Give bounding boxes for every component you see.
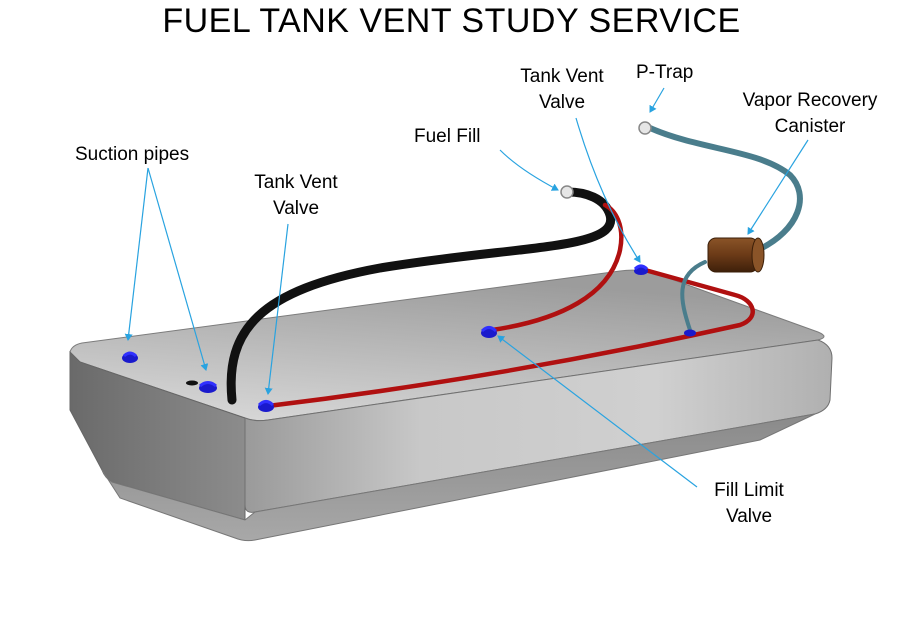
label-p-trap: P-Trap [636, 60, 693, 86]
label-suction-pipes-text: Suction pipes [75, 144, 190, 165]
vapor-valve [684, 329, 696, 337]
tank-vent-valve-right [633, 264, 649, 275]
label-vapor-recovery-line1: Vapor Recovery [742, 90, 878, 111]
label-fill-limit-line2: Valve [725, 506, 773, 527]
p-trap-hose [647, 125, 803, 253]
label-tank-vent-valve-top-line2: Valve [538, 92, 586, 113]
p-trap-cap [638, 121, 652, 135]
label-tank-vent-valve-top: Tank Vent Valve [506, 64, 618, 116]
vapor-hose [680, 260, 707, 332]
tank-vent-valve-left [257, 400, 275, 412]
label-tank-vent-valve-top-line1: Tank Vent [520, 66, 604, 87]
suction-valve-1 [122, 351, 138, 363]
leader-suction-1 [124, 167, 149, 341]
label-vapor-recovery-line2: Canister [774, 116, 846, 137]
fuel-fill-cap [560, 185, 574, 199]
label-vapor-recovery-canister: Vapor Recovery Canister [728, 88, 892, 140]
fill-limit-valve [480, 326, 498, 338]
label-fuel-fill-text: Fuel Fill [414, 126, 481, 147]
tank-front-face [244, 339, 833, 513]
vent-hose-branch [489, 202, 624, 333]
vapor-recovery-canister [707, 237, 765, 273]
label-fuel-fill: Fuel Fill [414, 124, 481, 150]
fuel-tank [69, 269, 833, 542]
label-fill-limit-line1: Fill Limit [714, 480, 784, 501]
label-suction-pipes: Suction pipes [75, 142, 189, 168]
leader-p-trap [649, 87, 665, 113]
page-title: FUEL TANK VENT STUDY SERVICE [162, 2, 741, 40]
vent-hose-main [265, 267, 755, 409]
label-tank-vent-valve-left-line2: Valve [272, 198, 320, 219]
leader-suction-2 [147, 167, 209, 371]
leader-fuel-fill [499, 149, 559, 191]
leader-fill-limit [497, 335, 698, 488]
suction-valve-2 [186, 380, 217, 393]
label-tank-vent-valve-left-line1: Tank Vent [254, 172, 338, 193]
label-fill-limit-valve: Fill Limit Valve [690, 478, 808, 530]
leader-vapor-canister [747, 139, 809, 235]
label-p-trap-text: P-Trap [636, 62, 694, 83]
leader-tank-vent-top [575, 117, 641, 263]
label-tank-vent-valve-left: Tank Vent Valve [240, 170, 352, 222]
leader-tank-vent-left [264, 223, 289, 395]
tank-bottom-face [101, 413, 816, 542]
